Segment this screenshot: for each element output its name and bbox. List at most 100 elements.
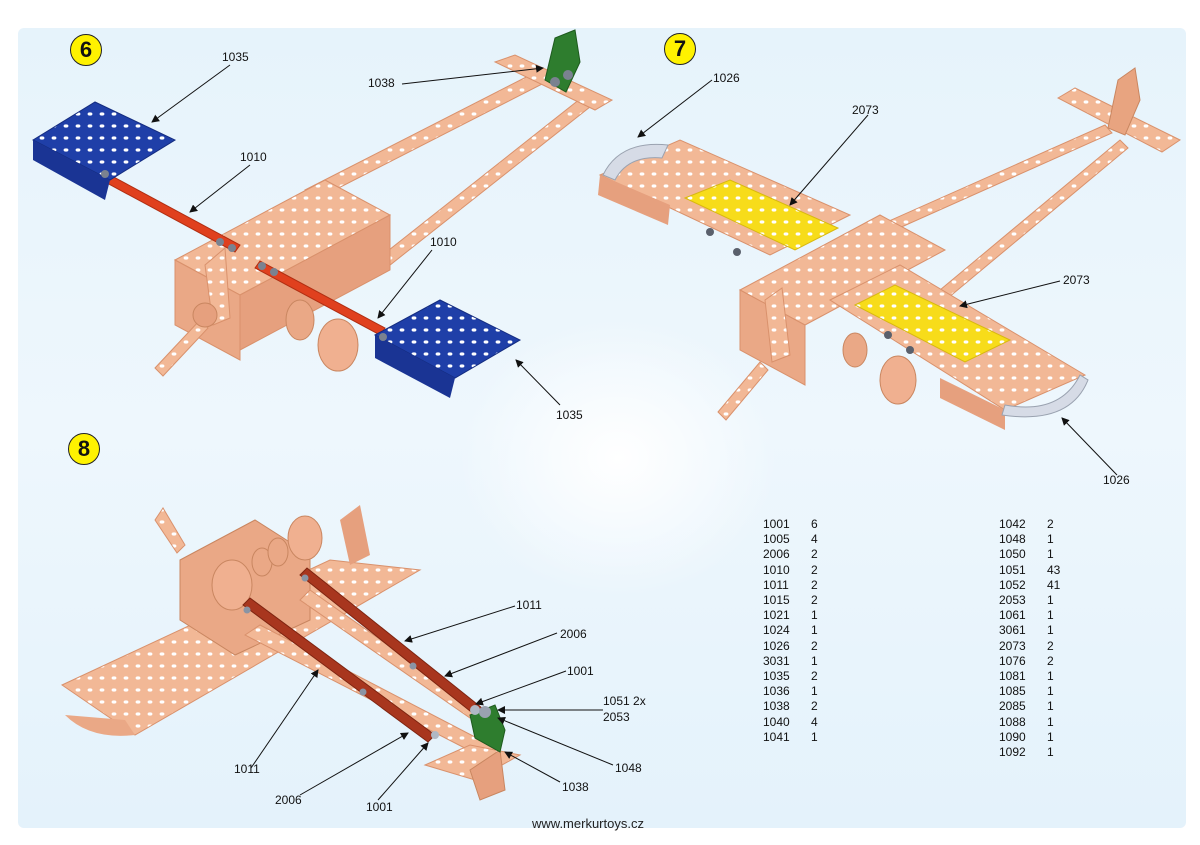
wing-flange	[940, 378, 1005, 430]
part-number: 2073	[999, 638, 1026, 653]
callout-2006: 2006	[560, 627, 587, 641]
red-strip-1010	[254, 260, 386, 336]
part-qty: 2	[811, 593, 818, 608]
part-qty: 1	[1047, 714, 1054, 729]
part-number: 1092	[999, 745, 1026, 760]
part-number: 3031	[763, 653, 790, 668]
pulley	[267, 537, 289, 567]
callout-2073: 2073	[852, 103, 879, 117]
part-qty: 1	[1047, 729, 1054, 744]
part-number: 1040	[763, 714, 790, 729]
part-qty: 2	[1047, 517, 1054, 531]
part-number: 1090	[999, 729, 1026, 744]
parts-row: 1041 1	[763, 730, 841, 745]
part-qty: 43	[1047, 562, 1061, 577]
part-number: 1051	[999, 562, 1026, 577]
callout-2073: 2073	[1063, 273, 1090, 287]
parts-row: 1076 2	[999, 654, 1077, 669]
part-number: 1010	[763, 562, 790, 577]
callout-1011: 1011	[234, 762, 260, 776]
silver-arc-1026	[1001, 374, 1089, 418]
wheel	[287, 515, 323, 561]
step-8-model	[60, 505, 522, 801]
parts-row: 2053 1	[999, 593, 1077, 608]
silver-arc-1026	[602, 143, 669, 181]
part-number: 2053	[999, 593, 1026, 608]
part-qty: 1	[1047, 669, 1054, 684]
part-qty: 2	[1047, 638, 1054, 653]
part-number: 1076	[999, 653, 1026, 668]
part-number: 1005	[763, 532, 790, 547]
part-qty: 1	[1047, 593, 1054, 608]
part-number: 1048	[999, 532, 1026, 547]
part-number: 2085	[999, 699, 1026, 714]
part-number: 1041	[763, 729, 790, 744]
part-qty: 2	[1047, 653, 1054, 668]
blue-plate-1035-flange	[375, 335, 455, 398]
yellow-plate-2073	[853, 284, 1012, 363]
part-qty: 1	[1047, 684, 1054, 699]
part-number: 1035	[763, 669, 790, 684]
step-7-badge: 7	[664, 33, 696, 65]
part-number: 1088	[999, 714, 1026, 729]
parts-row: 1036 1	[763, 684, 841, 699]
part-number: 1011	[763, 577, 789, 592]
parts-row: 1051 43	[999, 563, 1077, 578]
step-6-leaders	[151, 64, 561, 406]
tail-fin	[469, 749, 506, 801]
step-6-badge: 6	[70, 34, 102, 66]
part-qty: 4	[811, 532, 818, 547]
step-7-leaders	[637, 79, 1118, 476]
part-qty: 1	[811, 729, 818, 744]
blue-plate-1035	[373, 299, 522, 379]
part-number: 2006	[763, 547, 790, 562]
tail-strip	[369, 94, 596, 274]
wheel	[317, 318, 359, 372]
parts-row: 2085 1	[999, 699, 1077, 714]
part-qty: 1	[811, 684, 818, 699]
callout-1010: 1010	[240, 150, 267, 164]
parts-row: 1048 1	[999, 532, 1077, 547]
wing-flange	[598, 175, 670, 225]
part-number: 1036	[763, 684, 790, 699]
parts-row: 1015 2	[763, 593, 841, 608]
callout-1001: 1001	[366, 800, 393, 814]
callout-1048: 1048	[615, 761, 642, 775]
propeller-strip	[764, 287, 791, 363]
website-url[interactable]: www.merkurtoys.cz	[532, 816, 644, 831]
propeller-strip	[154, 507, 186, 554]
part-number: 1021	[763, 608, 790, 623]
part-qty: 1	[1047, 699, 1054, 714]
part-qty: 1	[1047, 532, 1054, 547]
blue-plate-1035-flange	[33, 140, 110, 200]
part-number: 1015	[763, 593, 790, 608]
part-number: 1085	[999, 684, 1026, 699]
parts-row: 1092 1	[999, 745, 1077, 760]
propeller-strip	[717, 361, 769, 421]
wing-tip-round	[65, 715, 135, 736]
callout-1026: 1026	[713, 71, 740, 85]
parts-row: 1005 4	[763, 532, 841, 547]
step-7-model	[598, 67, 1181, 430]
wing-flange	[340, 505, 370, 565]
callout-1001: 1001	[567, 664, 594, 678]
callout-2006: 2006	[275, 793, 302, 807]
wheel	[211, 559, 253, 611]
part-qty: 1	[1047, 745, 1054, 760]
